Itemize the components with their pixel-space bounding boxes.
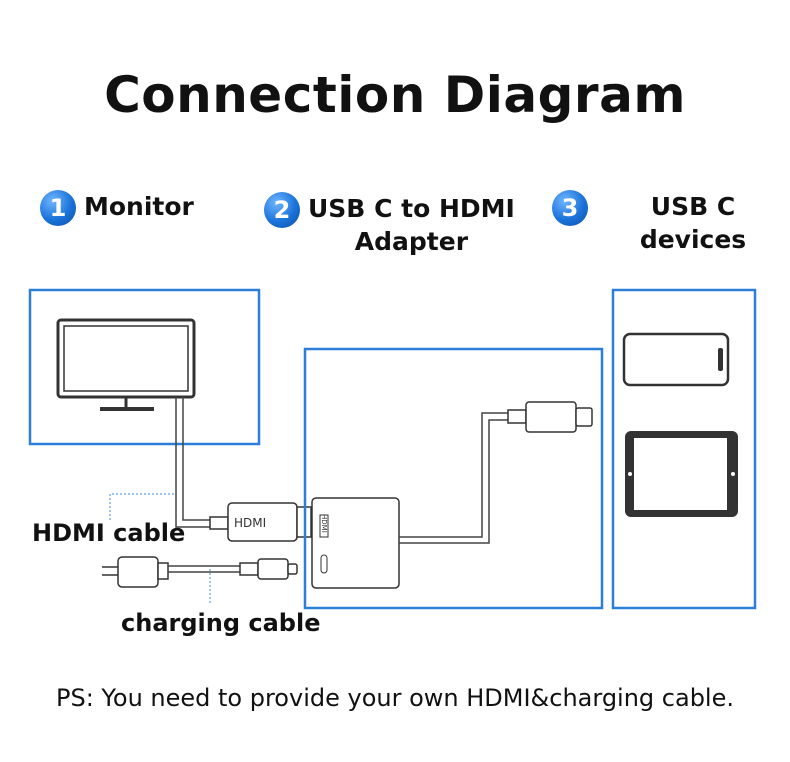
step-label: Monitor	[84, 192, 194, 221]
charging-cable-label: charging cable	[121, 609, 321, 637]
step-number-badge: 3	[552, 190, 588, 226]
monitor-icon	[56, 318, 196, 411]
step-label-line1: USB C to HDMI	[308, 194, 515, 223]
adapter-cable	[399, 412, 508, 538]
step-label: USB C to HDMI Adapter	[308, 192, 515, 258]
hdmi-cable-label: HDMI cable	[32, 519, 186, 547]
adapter-hub-icon: HDMI	[311, 497, 400, 589]
usb-c-plug-icon	[239, 558, 298, 580]
page-title: Connection Diagram	[104, 66, 686, 124]
step-label: USB C devices	[639, 192, 747, 254]
adapter-port-text: HDMI	[320, 514, 328, 533]
step-devices: 3 USB C devices	[552, 190, 790, 256]
step-number-badge: 2	[264, 192, 300, 228]
usb-c-plug-icon	[507, 401, 593, 433]
step-label-line2: Adapter	[354, 227, 469, 256]
tablet-icon	[625, 431, 738, 517]
adapter-box	[303, 347, 604, 610]
note-text: PS: You need to provide your own HDMI&ch…	[55, 684, 734, 712]
step-monitor: 1 Monitor	[40, 190, 194, 226]
hdmi-plug-icon: HDMI	[209, 502, 312, 542]
hdmi-cable	[175, 397, 210, 528]
step-adapter: 2 USB C to HDMI Adapter	[264, 192, 515, 258]
devices-box	[611, 288, 757, 610]
hdmi-cable-leader	[109, 493, 176, 520]
monitor-box	[28, 288, 261, 446]
hdmi-plug-text: HDMI	[234, 516, 266, 530]
phone-icon	[622, 332, 730, 387]
step-number-badge: 1	[40, 190, 76, 226]
power-adapter-icon	[102, 556, 169, 588]
